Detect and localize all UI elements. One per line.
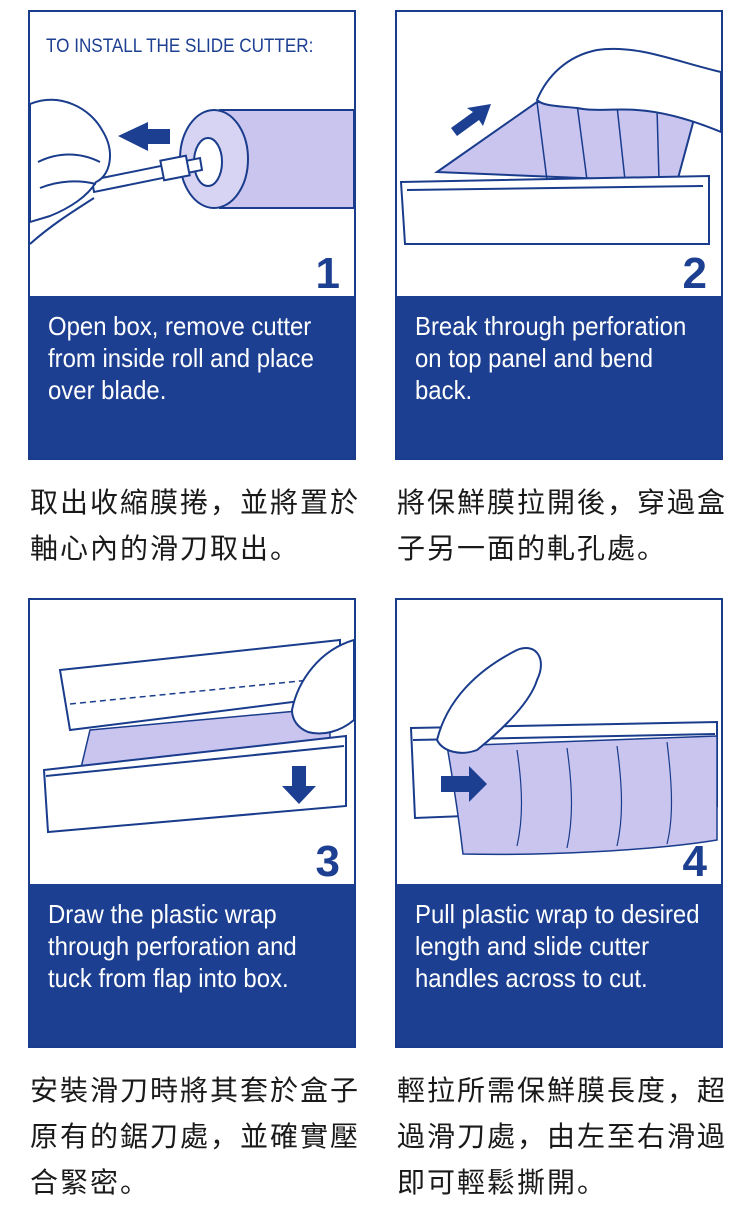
- install-title: TO INSTALL THE SLIDE CUTTER:: [46, 36, 314, 57]
- step-3-caption-band: Draw the plastic wrap through perforatio…: [30, 884, 354, 1046]
- step-4-illustration: [397, 600, 721, 884]
- step-4-caption-band: Pull plastic wrap to desired length and …: [397, 884, 721, 1046]
- step-4-panel: 4 Pull plastic wrap to desired length an…: [395, 598, 723, 1048]
- step-1-illustration: [30, 12, 354, 296]
- step-3-caption: Draw the plastic wrap through perforatio…: [48, 899, 297, 993]
- step-3-panel: 3 Draw the plastic wrap through perforat…: [28, 598, 356, 1048]
- step-1-caption-band: Open box, remove cutter from inside roll…: [30, 296, 354, 458]
- step-1-caption: Open box, remove cutter from inside roll…: [48, 311, 314, 405]
- step-4-caption: Pull plastic wrap to desired length and …: [415, 899, 700, 993]
- step-3-illustration: [30, 600, 354, 884]
- step-1-chinese-text: 取出收縮膜捲，並將置於軸心內的滑刀取出。: [30, 486, 361, 565]
- step-2-panel: 2 Break through perforation on top panel…: [395, 10, 723, 460]
- step-2-chinese-text: 將保鮮膜拉開後，穿過盒子另一面的軋孔處。: [397, 486, 728, 565]
- step-4-chinese-text: 輕拉所需保鮮膜長度，超過滑刀處，由左至右滑過即可輕鬆撕開。: [397, 1074, 728, 1199]
- step-2-illustration: [397, 12, 721, 296]
- step-2-number: 2: [682, 249, 707, 298]
- step-2-caption: Break through perforation on top panel a…: [415, 311, 687, 405]
- step-1-number: 1: [315, 249, 340, 298]
- step-2-caption-band: Break through perforation on top panel a…: [397, 296, 721, 458]
- step-3-number: 3: [315, 837, 340, 886]
- step-3-chinese-text: 安裝滑刀時將其套於盒子原有的鋸刀處，並確實壓合緊密。: [30, 1074, 361, 1199]
- step-1-panel: TO INSTALL THE SLIDE CUTTER: 1 Open box,…: [28, 10, 356, 460]
- step-4-number: 4: [682, 837, 707, 886]
